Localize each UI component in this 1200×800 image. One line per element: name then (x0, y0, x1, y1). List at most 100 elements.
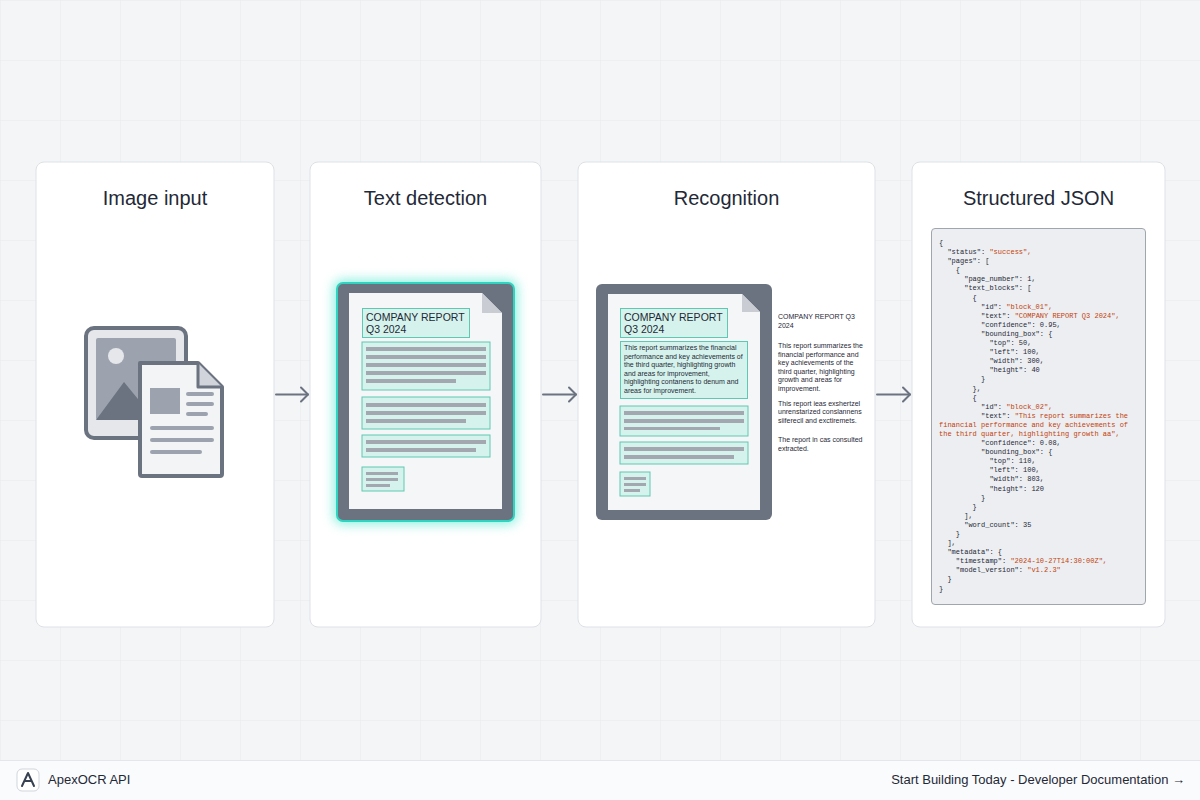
sun (108, 348, 124, 364)
footer-link: Start Building Today - Developer Documen… (891, 772, 1185, 788)
json-line: "model_version": "v1.2.3" (939, 566, 1138, 575)
doc-lines (152, 394, 212, 452)
extracted-text: This report ieas exshertzel unrenstarize… (778, 400, 864, 426)
json-line: { (939, 394, 1138, 403)
stage-title: Structured JSON (912, 162, 1165, 210)
doc-frame (596, 284, 772, 520)
doc-fold (482, 293, 502, 313)
brand-name: ApexOCR API (48, 772, 130, 788)
footer-bar (0, 760, 1200, 800)
json-line: "pages": [ (939, 257, 1138, 266)
doc-page (349, 293, 502, 509)
recog-boxes (620, 406, 748, 496)
doc-fold (198, 363, 222, 387)
json-line: "status": "success", (939, 248, 1138, 257)
json-line: "top": 110, (939, 457, 1138, 466)
image-icon (86, 328, 222, 476)
panel-card (310, 162, 541, 627)
json-line: "bounding_box": { (939, 330, 1138, 339)
json-line: } (939, 494, 1138, 503)
panel-card (36, 162, 274, 627)
text-bars (624, 411, 744, 492)
json-line: "width": 300, (939, 357, 1138, 366)
arrow-head (569, 388, 576, 402)
json-line: { (939, 294, 1138, 303)
json-line: "id": "block_01", (939, 303, 1138, 312)
json-line: "confidence": 0.95, (939, 321, 1138, 330)
footer-ground (0, 760, 1200, 800)
json-line: the third quarter, highlighting growth a… (939, 430, 1138, 439)
json-line: "metadata": { (939, 548, 1138, 557)
json-line: } (939, 585, 1138, 594)
stage-title: Text detection (310, 162, 541, 210)
stage-panel: Text detectionCOMPANY REPORT Q3 2024 (310, 162, 541, 627)
arrow-line (276, 394, 308, 396)
doc-image (150, 388, 180, 414)
logo-mark (22, 773, 34, 786)
flow-arrow (543, 388, 576, 402)
doc-frame (337, 283, 514, 521)
extracted-text: The report in cas consulted extracted. (778, 436, 864, 453)
recognized-heading: COMPANY REPORT Q3 2024 (624, 311, 724, 335)
stage-title: Recognition (578, 162, 875, 210)
recognition-document (596, 284, 772, 520)
json-line: "text": "This report summarizes the (939, 412, 1138, 421)
json-line: "bounding_box": { (939, 448, 1138, 457)
json-line: "text_blocks": [ (939, 284, 1138, 293)
logo-tile (17, 769, 39, 791)
json-line: "id": "block_02", (939, 403, 1138, 412)
detected-title-box: COMPANY REPORT Q3 2024 (362, 308, 470, 338)
doc-sheet (140, 363, 222, 476)
detection-document (334, 280, 517, 524)
json-line: } (939, 530, 1138, 539)
panel-card (912, 162, 1165, 627)
flow-arrow (276, 388, 308, 402)
json-line: "page_number": 1, (939, 275, 1138, 284)
json-line: } (939, 375, 1138, 384)
arrow-head (301, 388, 308, 402)
arrow-head (903, 388, 910, 402)
json-line: }, (939, 385, 1138, 394)
json-line: "timestamp": "2024-10-27T14:30:00Z", (939, 557, 1138, 566)
footer-rule (0, 760, 1200, 761)
grid (0, 0, 1200, 760)
extracted-text: COMPANY REPORT Q3 2024 (778, 313, 864, 330)
json-line: "height": 40 (939, 366, 1138, 375)
panel-cards (36, 162, 1165, 627)
arrow-line (877, 394, 910, 396)
json-line: "height": 120 (939, 485, 1138, 494)
recognized-heading: COMPANY REPORT Q3 2024 (366, 311, 466, 335)
json-output-box: { "status": "success", "pages": [ { "pag… (931, 228, 1146, 605)
flow-arrow (877, 388, 910, 402)
json-line: ], (939, 512, 1138, 521)
json-line: "top": 50, (939, 339, 1138, 348)
json-line: financial performance and key achievemen… (939, 421, 1138, 430)
json-line: { (939, 266, 1138, 275)
json-line: "width": 803, (939, 475, 1138, 484)
glow (334, 280, 517, 524)
recognized-paragraph: This report summarizes the financial per… (624, 344, 744, 396)
json-line: { (939, 239, 1138, 248)
doc-fold (742, 294, 760, 312)
json-line: } (939, 575, 1138, 584)
json-line: ], (939, 539, 1138, 548)
panel-card (578, 162, 875, 627)
json-line: "word_count": 35 (939, 521, 1138, 530)
stage-panel: Image input (36, 162, 274, 627)
json-line: "left": 100, (939, 348, 1138, 357)
json-line: "text": "COMPANY REPORT Q3 2024", (939, 312, 1138, 321)
json-line: } (939, 503, 1138, 512)
json-line: "left": 100, (939, 466, 1138, 475)
stage-panel: Structured JSON { "status": "success", "p… (912, 162, 1165, 627)
stage-title: Image input (36, 162, 274, 210)
detect-boxes (362, 342, 490, 491)
text-bars (366, 347, 486, 487)
stage-panel: RecognitionCOMPANY REPORT Q3 2024This re… (578, 162, 875, 627)
extracted-text: This report summarizes the financial per… (778, 342, 864, 394)
arrow-line (543, 394, 576, 396)
detected-title-box: COMPANY REPORT Q3 2024 (620, 308, 728, 338)
doc-page (608, 294, 760, 510)
json-line: "confidence": 0.08, (939, 439, 1138, 448)
